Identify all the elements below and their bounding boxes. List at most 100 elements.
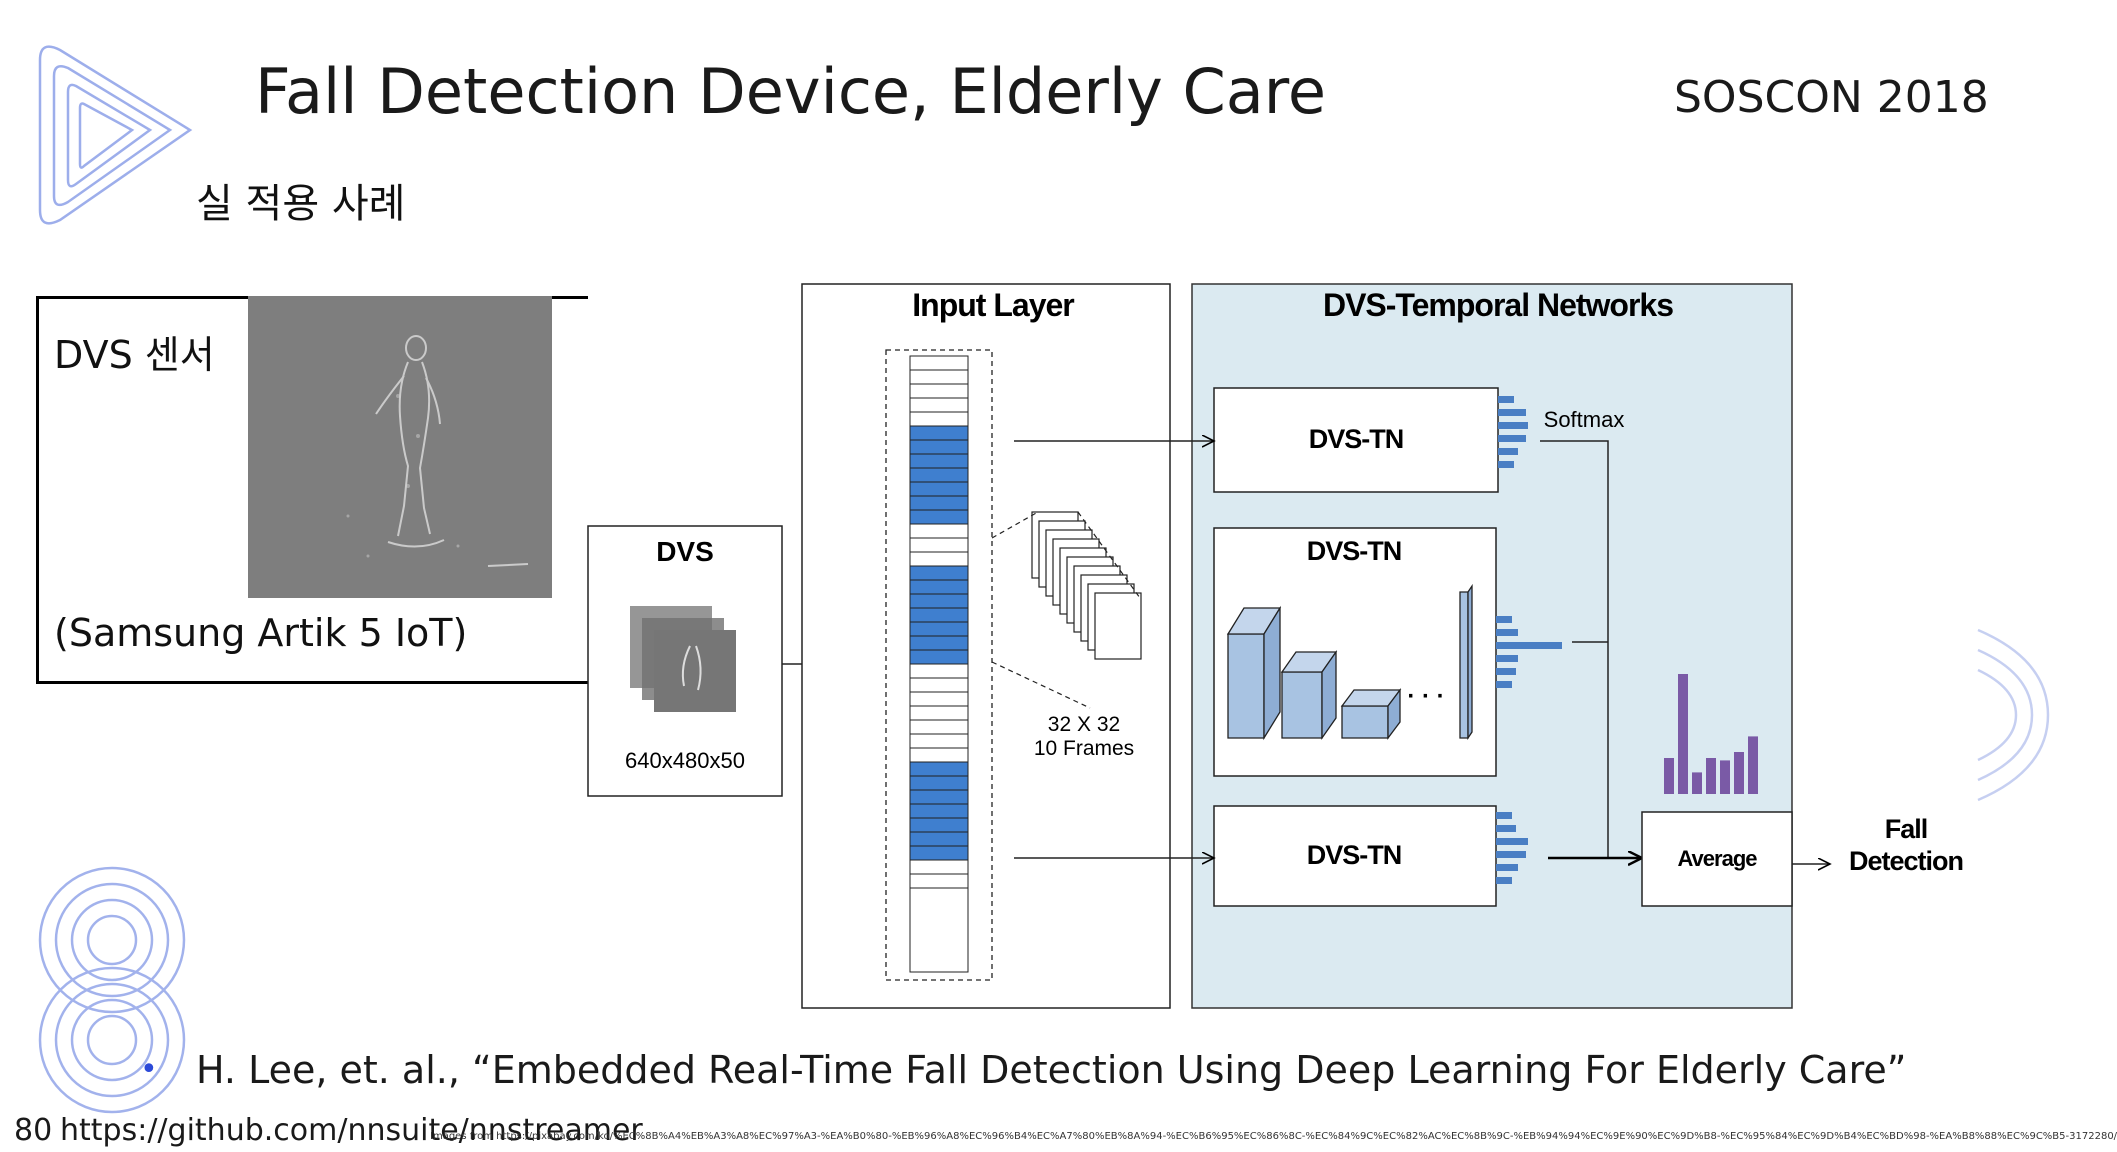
input-frame-row (909, 719, 969, 735)
logo-triangle-icon (38, 45, 193, 225)
histogram-bar (1720, 760, 1730, 794)
tn-label-middle: DVS-TN (1307, 536, 1402, 566)
softmax-bar (1498, 461, 1514, 468)
sensor-label: DVS 센서 (54, 333, 215, 377)
input-frame-row (909, 649, 969, 665)
input-frame-row (909, 425, 969, 441)
input-frame-row (909, 397, 969, 413)
input-frame-row (909, 705, 969, 721)
softmax-bar (1496, 825, 1516, 832)
dvs-size-label: 640x480x50 (625, 748, 745, 773)
ellipsis-dots: · · · (1407, 683, 1444, 710)
input-frame-row (909, 453, 969, 469)
input-frame-column (909, 355, 969, 973)
input-frame-row (909, 817, 969, 833)
histogram-bar (1678, 674, 1688, 794)
softmax-bar (1496, 812, 1512, 819)
cnn-cubes (1226, 583, 1473, 741)
input-frame-row (909, 747, 969, 763)
input-frame-row (909, 663, 969, 679)
input-frame-row (909, 537, 969, 553)
input-frame-row (909, 495, 969, 511)
softmax-bar (1496, 681, 1512, 688)
tn-label-bottom: DVS-TN (1307, 840, 1402, 870)
softmax-bar (1498, 435, 1526, 442)
input-frame-row (909, 383, 969, 399)
dvs-input-box: DVS 640x480x50 (587, 525, 783, 797)
image-credit: Images from https://pixabay.com/ko/%EC%8… (430, 1131, 2117, 1142)
input-frame-row (909, 411, 969, 427)
input-frame-row (909, 859, 969, 875)
input-frame-row (909, 677, 969, 693)
frames-size-label: 32 X 32 (1048, 713, 1120, 736)
softmax-bar (1496, 864, 1518, 871)
input-frame-row (909, 593, 969, 609)
softmax-bar (1498, 422, 1528, 429)
input-frame-row (909, 355, 969, 371)
logo-arc-icon (1977, 628, 2050, 802)
reference-citation: H. Lee, et. al., “Embedded Real-Time Fal… (196, 1048, 1907, 1092)
average-label: Average (1677, 846, 1757, 871)
section-subtitle: 실 적용 사례 (196, 181, 406, 227)
event-name: SOSCON 2018 (1674, 72, 1989, 123)
output-label-line1: Fall (1885, 814, 1928, 844)
input-frame-row (909, 579, 969, 595)
tn-box-bottom: DVS-TN (1213, 805, 1497, 907)
average-histogram (1664, 674, 1758, 794)
input-frame-row (909, 621, 969, 637)
histogram-bar (1734, 752, 1744, 794)
histogram-bar (1664, 758, 1674, 794)
repository-link[interactable]: https://github.com/nnsuite/nnstreamer (60, 1113, 643, 1148)
tn-box-top: DVS-TN (1213, 387, 1499, 493)
softmax-bar (1496, 668, 1516, 675)
input-frame-row (909, 551, 969, 567)
networks-title: DVS-Temporal Networks (1323, 287, 1673, 323)
input-frame-row (909, 789, 969, 805)
softmax-bar (1496, 642, 1562, 649)
page-title: Fall Detection Device, Elderly Care (255, 55, 1327, 128)
input-frame-row (909, 761, 969, 777)
histogram-bar (1692, 772, 1702, 794)
softmax-bar (1498, 396, 1514, 403)
softmax-bar (1496, 616, 1512, 623)
input-layer-title: Input Layer (912, 287, 1074, 323)
average-box: Average (1641, 811, 1793, 907)
softmax-bar (1496, 838, 1528, 845)
input-frame-row (909, 565, 969, 581)
softmax-label: Softmax (1544, 407, 1625, 432)
input-frame-row (909, 845, 969, 861)
page-number: 80 (14, 1113, 53, 1148)
frame-stack (991, 511, 1142, 709)
sensor-device-label: (Samsung Artik 5 IoT) (54, 611, 468, 655)
line-tn-top-to-merge (1540, 440, 1609, 858)
input-frame-row (909, 635, 969, 651)
softmax-bars (1496, 396, 1562, 884)
tn-box-middle: DVS-TN · · · (1213, 527, 1497, 777)
softmax-bar (1496, 655, 1518, 662)
input-frame-row (909, 803, 969, 819)
input-frame-row (909, 467, 969, 483)
input-frame-row (909, 831, 969, 847)
input-frame-row (909, 523, 969, 539)
softmax-bar (1496, 877, 1512, 884)
logo-s-icon (38, 866, 186, 1114)
input-frame-row (909, 607, 969, 623)
histogram-bar (1748, 736, 1758, 794)
reference-bullet: • (140, 1052, 158, 1087)
input-frame-row (909, 439, 969, 455)
input-frame-tail (909, 887, 969, 973)
tn-label-top: DVS-TN (1309, 424, 1404, 454)
frame-connector-bottom (991, 661, 1091, 709)
frames-count-label: 10 Frames (1034, 737, 1134, 760)
softmax-bar (1498, 448, 1518, 455)
histogram-bar (1706, 758, 1716, 794)
input-frame-row (909, 369, 969, 385)
output-label-line2: Detection (1849, 846, 1963, 876)
frame-sheet (1094, 592, 1142, 660)
input-frame-row (909, 481, 969, 497)
dvs-sensor-image (248, 296, 552, 598)
input-frame-row (909, 691, 969, 707)
dvs-box-title: DVS (656, 536, 714, 567)
softmax-bar (1498, 409, 1526, 416)
softmax-bar (1496, 629, 1518, 636)
